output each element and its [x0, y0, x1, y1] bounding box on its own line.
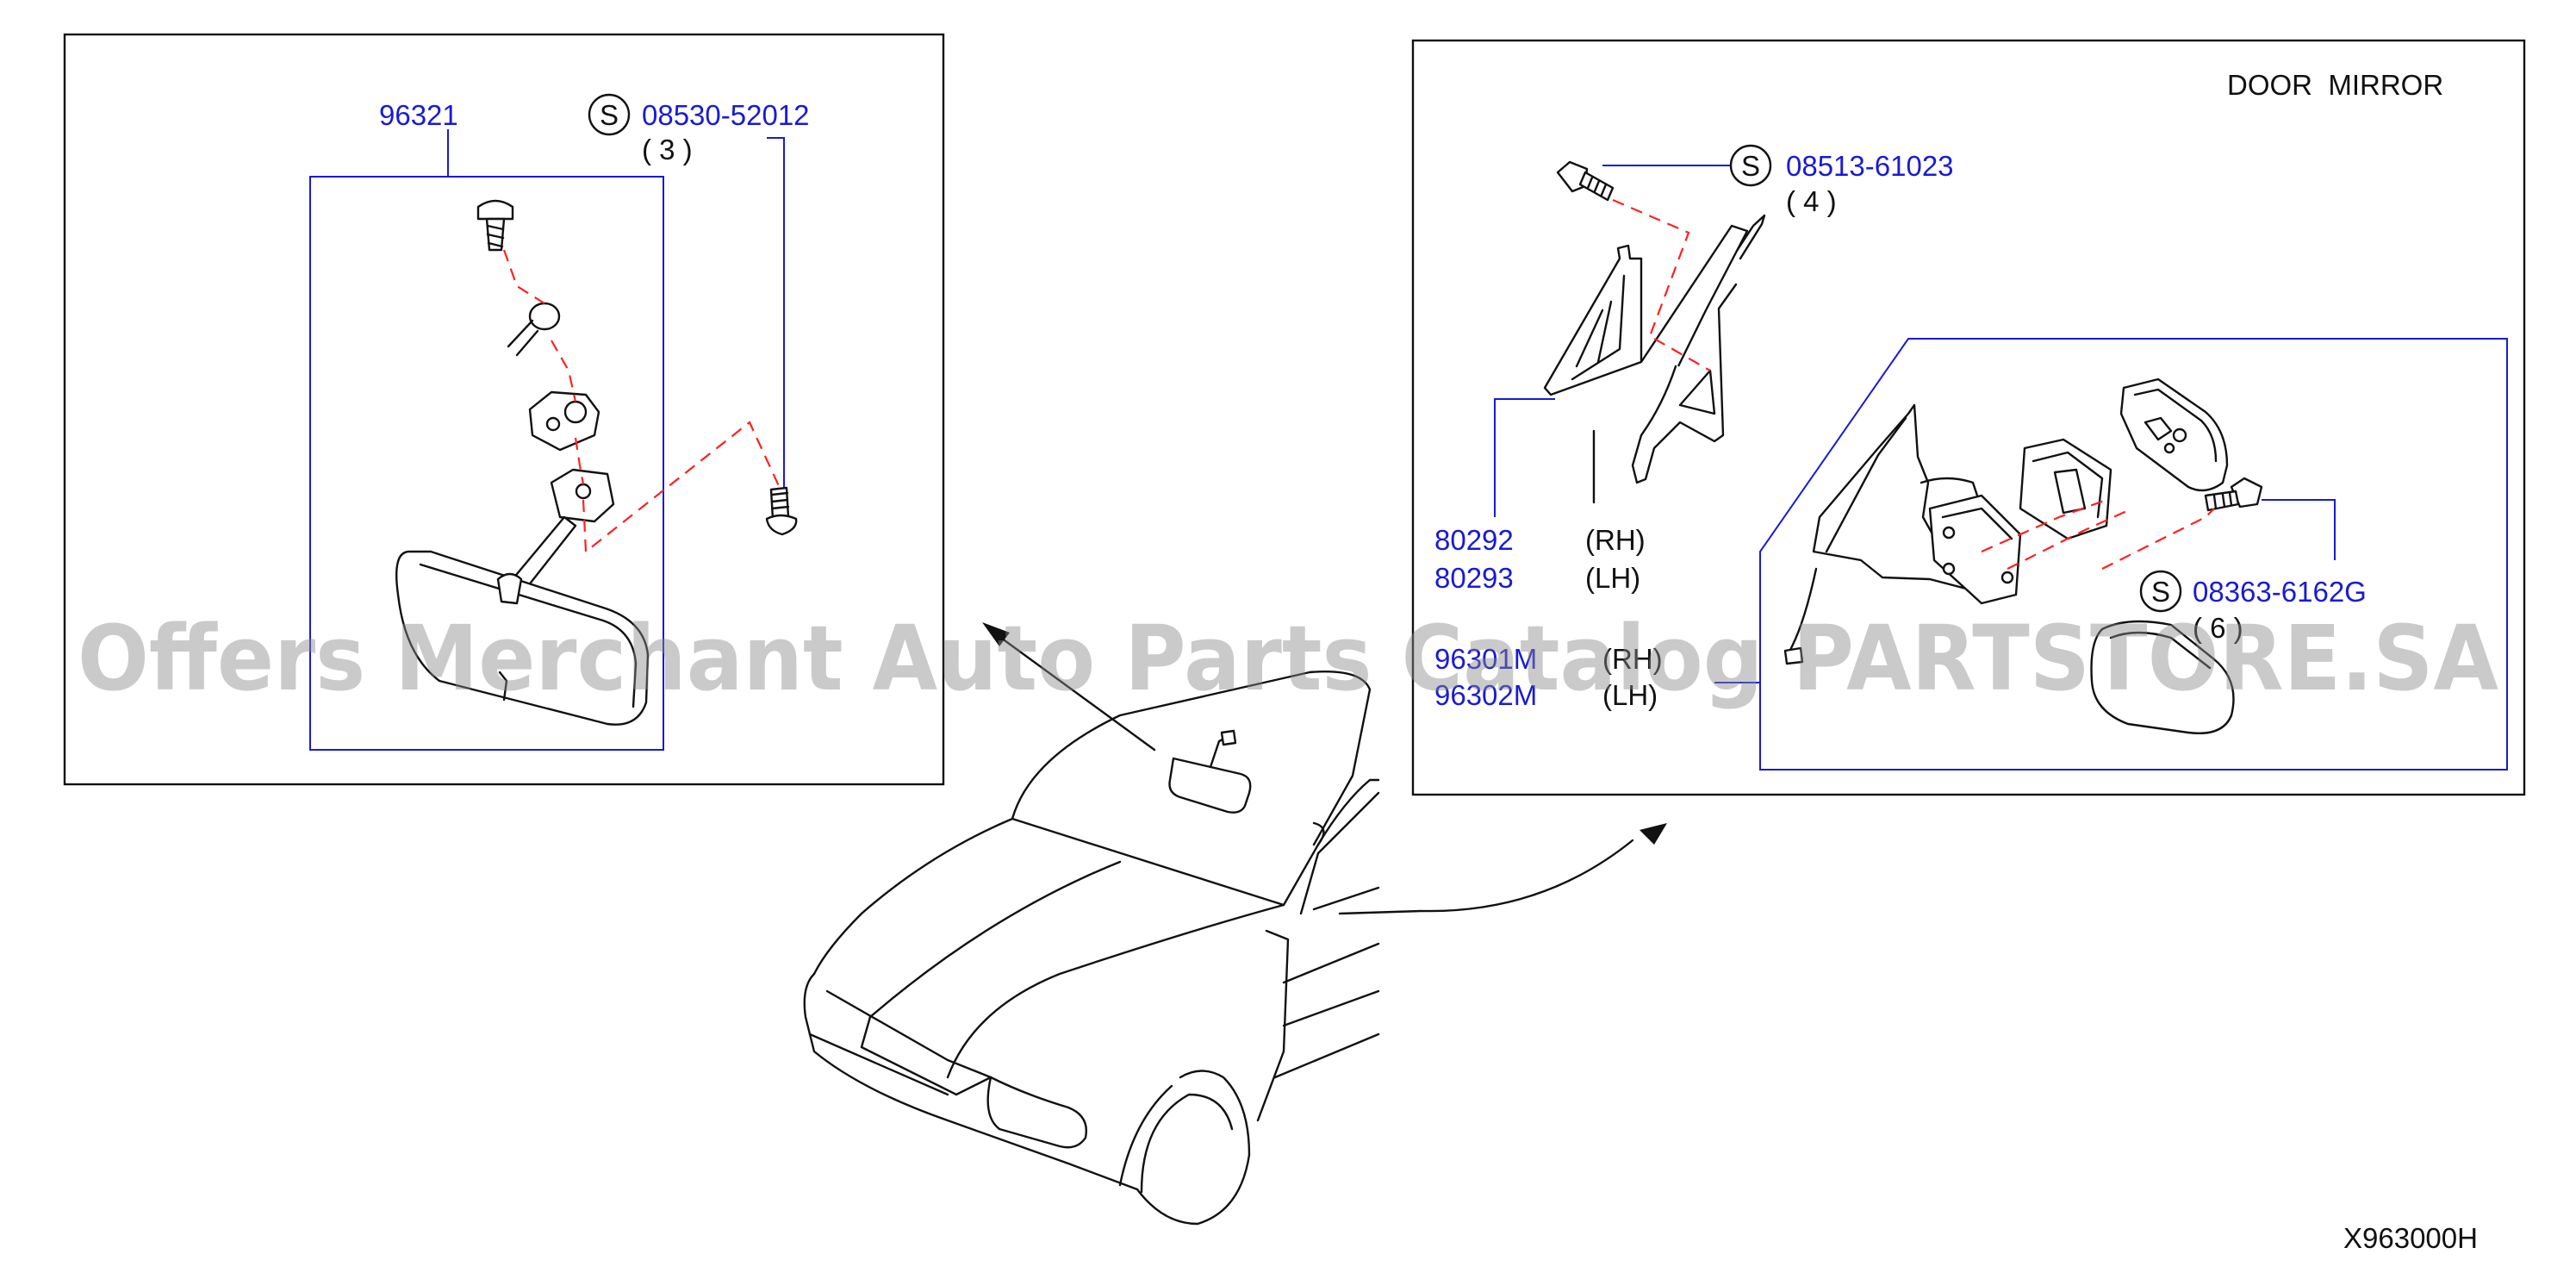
part-08530-52012-quantity: ( 3 ) [642, 134, 693, 165]
part-08530-52012-leader [767, 137, 785, 508]
part-80293-side: (LH) [1585, 562, 1640, 594]
rear-mirror-assembly-dashes-4 [582, 421, 781, 554]
mirror-glass-icon [2119, 377, 2229, 492]
bolt-08513-61023-icon [1556, 160, 1615, 202]
part-08530-52012-number[interactable]: 08530-52012 [642, 99, 810, 131]
front-bumper-outline [803, 972, 1139, 1191]
arrow-to-rear-mirror-panel [982, 622, 1156, 752]
rear-mirror-assembly-dashes-2 [551, 340, 577, 402]
s-symbol-label: S [600, 99, 619, 131]
screw-08530-52012-icon [765, 486, 798, 536]
watermark-text: Offers Merchant Auto Parts Catalog PARTS… [78, 606, 2498, 711]
part-08513-61023-number[interactable]: 08513-61023 [1786, 150, 1954, 182]
part-08363-6162g-number[interactable]: 08363-6162G [2193, 576, 2367, 608]
door-mirror-assembly-dashes [1981, 498, 2107, 553]
corner-finisher-icon [1543, 244, 1643, 396]
door-mirror-assembly-dashes-2 [2007, 507, 2133, 570]
bolt-to-finisher-dashes [1612, 198, 1711, 371]
inside-mirror-body-icon [395, 550, 650, 726]
door-mirror-panel: DOOR MIRROR S 08513-61023 ( 4 ) [1411, 39, 2526, 796]
arrow-to-door-mirror-panel [1338, 823, 1667, 915]
windshield-outline [1011, 671, 1372, 846]
part-08513-61023-quantity: ( 4 ) [1786, 185, 1837, 217]
part-80293-number[interactable]: 80293 [1434, 562, 1514, 594]
part-96302m-number[interactable]: 96302M [1434, 679, 1537, 711]
part-96301m-number[interactable]: 96301M [1434, 643, 1537, 675]
rear-mirror-assembly-dashes-3 [574, 437, 585, 485]
door-mirror-panel-frame [1411, 39, 2526, 796]
drawing-code: X963000H [2343, 1222, 2478, 1254]
hood-outline [812, 817, 1014, 976]
s-symbol-label: S [2151, 576, 2170, 608]
part-96321-number[interactable]: 96321 [379, 99, 458, 131]
rear-view-mirror-panel: 96321 S 08530-52012 ( 3 ) [63, 33, 945, 786]
part-80292-leader [1494, 398, 1555, 517]
screw-08363-6162g-icon [2204, 477, 2263, 512]
door-mirror-housing-icon [1783, 403, 2000, 665]
mirror-motor-unit-icon [2019, 438, 2112, 540]
mirror-back-cover-icon [2090, 620, 2235, 734]
door-mirror-title: DOOR MIRROR [2227, 69, 2443, 101]
rear-mirror-assembly-dashes [502, 249, 545, 304]
part-96302m-side: (LH) [1602, 679, 1658, 711]
s-symbol-circle [588, 93, 631, 136]
front-wheel-outline [1136, 1070, 1251, 1226]
part-08363-6162g-leader [2262, 499, 2336, 560]
s-symbol-circle [1729, 144, 1772, 187]
door-mirror-assembly-group-box [1759, 338, 2508, 771]
part-08363-6162g-quantity: ( 6 ) [2193, 612, 2243, 644]
door-mirror-assembly-dashes-3 [2101, 508, 2215, 570]
part-80292-number[interactable]: 80292 [1434, 524, 1514, 556]
s-symbol-circle [2139, 570, 2182, 613]
part-96301m-side: (RH) [1602, 643, 1663, 675]
s-symbol-label: S [1741, 150, 1760, 182]
mirror-base-plate-icon [528, 390, 600, 452]
mirror-assembly-group-box [309, 176, 664, 751]
windshield-mirror-icon [1168, 757, 1252, 814]
door-sash-icon [1592, 214, 1766, 504]
mirror-actuator-icon [1928, 494, 2022, 605]
part-80292-side: (RH) [1585, 524, 1646, 556]
vehicle-line-drawing [803, 671, 1380, 1226]
mounting-screw-icon [476, 199, 514, 252]
